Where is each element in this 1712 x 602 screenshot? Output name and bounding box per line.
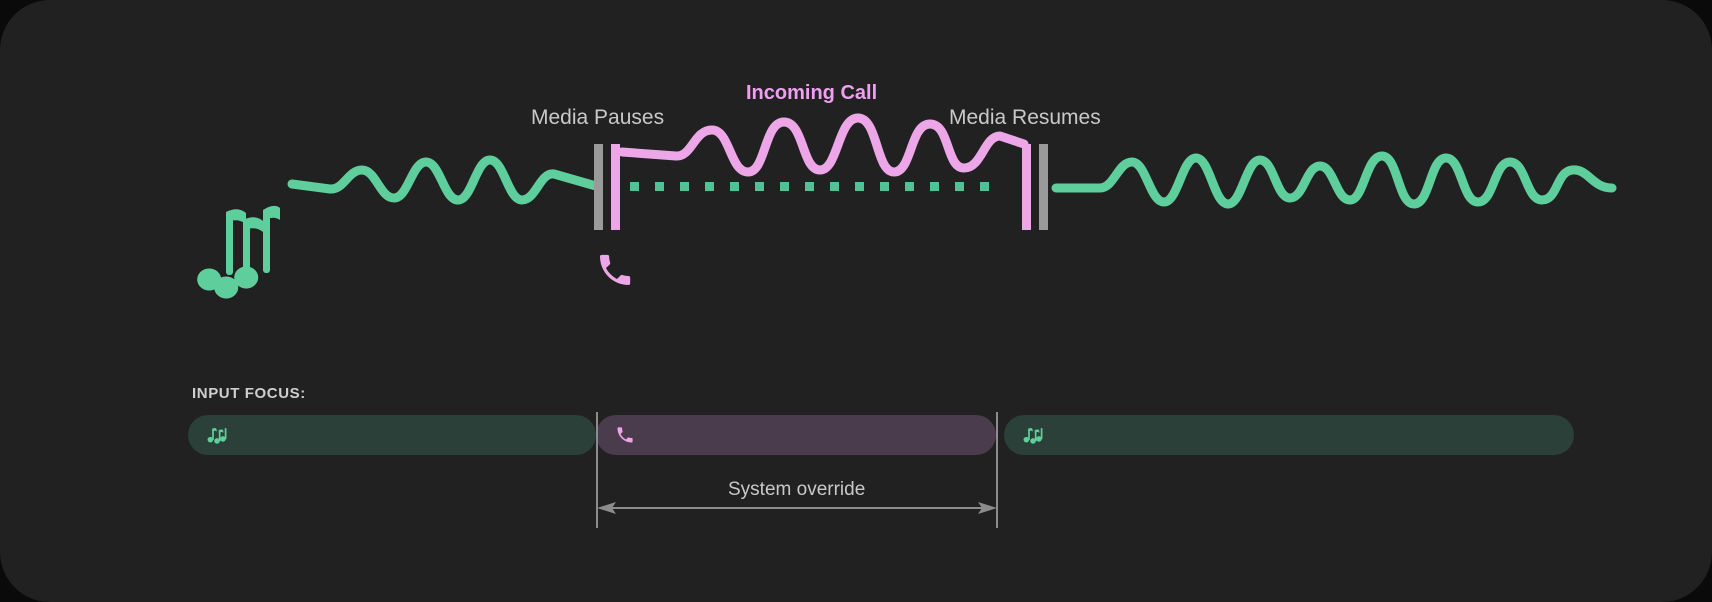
- media-wave-before-call: [287, 155, 601, 205]
- input-focus-heading: INPUT FOCUS:: [192, 385, 306, 402]
- muted-media-dots: [630, 182, 989, 191]
- music-notes-icon: [1023, 426, 1043, 444]
- call-audio-wave: [617, 113, 1029, 177]
- system-override-bracket: [596, 412, 998, 528]
- pause-bar-gray-right: [1039, 144, 1048, 230]
- music-notes-icon: [197, 205, 280, 299]
- pause-bar-gray-left: [594, 144, 603, 230]
- media-wave-after-call: [1051, 151, 1617, 209]
- audio-timeline-waveform: [197, 113, 1617, 299]
- focus-bar-call[interactable]: [596, 415, 996, 455]
- label-media-pauses: Media Pauses: [531, 106, 665, 129]
- phone-handset-icon: [615, 425, 635, 445]
- music-notes-icon: [207, 426, 227, 444]
- phone-handset-icon: [600, 254, 631, 285]
- pause-bar-pink-left: [611, 144, 620, 230]
- override-arrowhead-right: [978, 502, 997, 514]
- label-media-resumes: Media Resumes: [949, 106, 1101, 129]
- label-incoming-call: Incoming Call: [746, 82, 878, 104]
- override-arrowhead-left: [597, 502, 616, 514]
- label-system-override: System override: [728, 479, 866, 500]
- focus-bar-media-1[interactable]: [188, 415, 596, 455]
- pause-bar-pink-right: [1022, 144, 1031, 230]
- focus-bar-media-2[interactable]: [1004, 415, 1574, 455]
